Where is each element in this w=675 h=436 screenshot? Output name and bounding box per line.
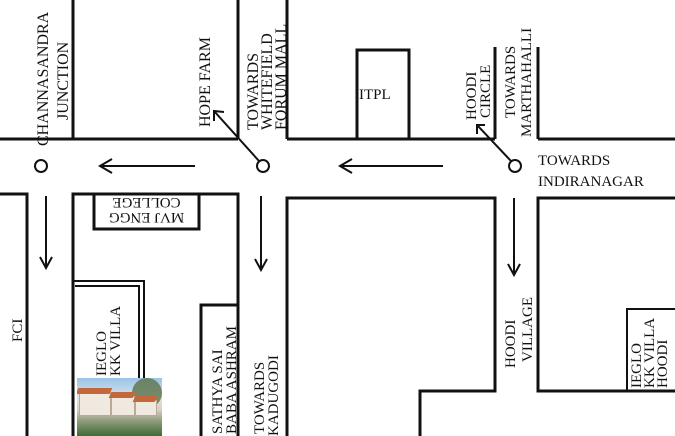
mvj-college-building xyxy=(92,192,201,231)
junction-circle-icon xyxy=(34,159,48,173)
label-ieglo: IEGLO xyxy=(94,331,110,376)
ieglo-hoodi-building xyxy=(626,308,675,391)
itpl-building xyxy=(355,48,411,141)
junction-circle-icon xyxy=(256,159,270,173)
pointer-arrow-icon xyxy=(476,124,512,162)
arrow-down-icon xyxy=(507,198,521,278)
arrow-down-icon xyxy=(39,196,53,271)
label-mvj-engg: MVJ ENGG xyxy=(109,209,185,225)
label-baba-ashram: BABA ASHRAM xyxy=(224,326,240,434)
label-ieglo: IEGLO xyxy=(629,343,645,388)
labels: CHANNASANDRA JUNCTION HOPE FARM TOWARDS … xyxy=(10,11,671,436)
label-junction: JUNCTION xyxy=(55,41,72,120)
label-channasandra: CHANNASANDRA xyxy=(35,11,52,146)
label-hoodi: HOODI xyxy=(503,320,519,368)
label-kk-villa: KK VILLA xyxy=(108,306,124,376)
label-sathya-sai: SATHYA SAI xyxy=(210,349,226,434)
label-forum-mall: FORUM MALL xyxy=(273,24,290,130)
ieglo-villa-outline xyxy=(75,285,140,380)
label-hope-farm: HOPE FARM xyxy=(197,37,214,127)
label-kadugodi: KADUGODI xyxy=(266,355,282,436)
road-edge xyxy=(536,196,675,393)
label-indiranagar: INDIRANAGAR xyxy=(538,174,644,190)
label-marthahalli: MARTHAHALLI xyxy=(519,28,535,137)
sathya-sai-building xyxy=(199,303,238,436)
label-hoodi: HOODI xyxy=(655,340,671,388)
label-towards: TOWARDS xyxy=(538,153,610,169)
label-hoodi: HOODI xyxy=(464,72,480,120)
label-towards: TOWARDS xyxy=(245,53,262,130)
junction-circle-icon xyxy=(508,159,522,173)
label-itpl: ITPL xyxy=(359,87,391,103)
label-kk-villa: KK VILLA xyxy=(642,318,658,388)
label-circle: CIRCLE xyxy=(478,65,494,118)
road-edge xyxy=(285,196,497,436)
label-whitefield: WHITEFIELD xyxy=(259,33,276,130)
arrow-left-icon xyxy=(338,158,443,174)
markers xyxy=(34,109,522,278)
label-towards: TOWARDS xyxy=(503,46,519,118)
label-college: COLLEGE xyxy=(112,194,180,210)
ieglo-villa-outline xyxy=(73,280,145,380)
label-village: VILLAGE xyxy=(520,297,536,362)
arrow-left-icon xyxy=(98,158,195,174)
buildings xyxy=(73,48,675,436)
pointer-arrow-icon xyxy=(213,109,260,162)
label-fci: FCI xyxy=(10,319,26,342)
villa-photo xyxy=(77,378,162,436)
road-edge xyxy=(0,192,29,436)
label-towards: TOWARDS xyxy=(252,362,268,434)
arrow-down-icon xyxy=(254,196,268,273)
